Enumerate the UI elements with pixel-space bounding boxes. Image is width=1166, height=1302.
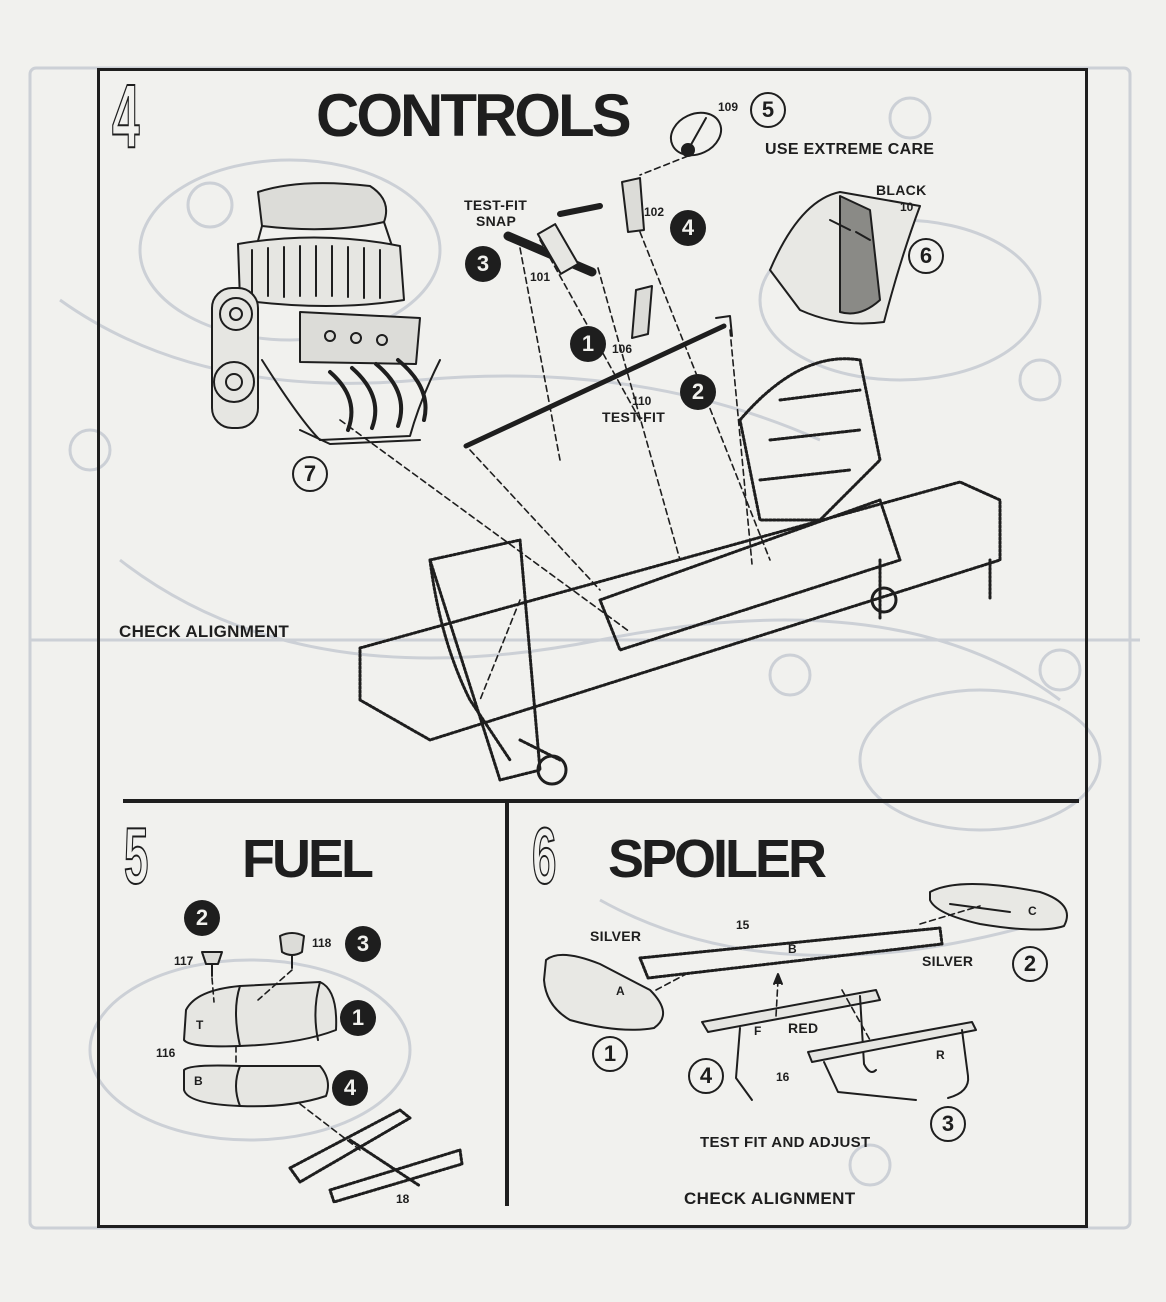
chassis-illustration — [358, 357, 1002, 782]
part-number-18: 18 — [396, 1192, 410, 1206]
tank-letter-b: B — [194, 1074, 203, 1088]
fuel-callout-3: 3 — [345, 926, 381, 962]
spoiler-callout-3: 3 — [930, 1106, 966, 1142]
step-number-controls: 4 — [111, 67, 140, 167]
spoiler-silver-left: SILVER — [590, 928, 642, 944]
check-alignment-label: CHECK ALIGNMENT — [119, 622, 290, 641]
fuel-callout-2: 2 — [184, 900, 220, 936]
part-number-110: 110 — [632, 394, 652, 408]
spoiler-letter-a: A — [616, 984, 625, 998]
callout-6: 6 — [908, 238, 944, 274]
spoiler-letter-r: R — [936, 1048, 945, 1062]
step-number-fuel: 5 — [123, 811, 149, 900]
spoiler-callout-2: 2 — [1012, 946, 1048, 982]
part-number-10: 10 — [900, 200, 914, 214]
callout-4: 4 — [670, 210, 706, 246]
spoiler-callout-1: 1 — [592, 1036, 628, 1072]
use-extreme-care-label: USE EXTREME CARE — [765, 141, 935, 158]
tank-letter-t: T — [196, 1018, 204, 1032]
callout-3: 3 — [465, 246, 501, 282]
rod-test-fit-label: TEST-FIT — [602, 409, 666, 425]
spoiler-red-label: RED — [788, 1020, 819, 1036]
engine-illustration — [211, 182, 441, 445]
seat-color-label: BLACK — [876, 182, 927, 198]
section-title-spoiler: SPOILER — [608, 829, 827, 889]
part-number-109: 109 — [718, 100, 739, 114]
spoiler-letter-f: F — [754, 1024, 762, 1038]
steering-wheel-illustration — [669, 111, 723, 157]
spoiler-check-alignment-label: CHECK ALIGNMENT — [684, 1189, 856, 1208]
part-number-102: 102 — [644, 205, 665, 219]
divider-horizontal — [123, 799, 1079, 803]
part-number-116: 116 — [156, 1046, 176, 1060]
section-title-controls: CONTROLS — [316, 82, 632, 149]
snap-label: SNAP — [476, 213, 517, 229]
fuel-callout-4: 4 — [332, 1070, 368, 1106]
part-number-101: 101 — [530, 270, 551, 284]
callout-2: 2 — [680, 374, 716, 410]
callout-1: 1 — [570, 326, 606, 362]
divider-vertical — [505, 801, 509, 1206]
instruction-frame — [97, 68, 1088, 1228]
spoiler-letter-b: B — [788, 942, 797, 956]
section-title-fuel: FUEL — [242, 829, 374, 889]
part-number-15: 15 — [736, 918, 750, 932]
spoiler-letter-c: C — [1028, 904, 1037, 918]
part-number-117: 117 — [174, 954, 194, 968]
part-number-16: 16 — [776, 1070, 790, 1084]
part-number-106: 106 — [612, 342, 633, 356]
part-number-118: 118 — [312, 936, 332, 950]
spoiler-silver-right: SILVER — [922, 953, 974, 969]
callout-7: 7 — [292, 456, 328, 492]
fuel-callout-1: 1 — [340, 1000, 376, 1036]
test-fit-label: TEST-FIT — [464, 197, 528, 213]
step-number-spoiler: 6 — [531, 811, 557, 900]
seat-illustration — [769, 191, 921, 325]
callout-5: 5 — [750, 92, 786, 128]
spoiler-callout-4: 4 — [688, 1058, 724, 1094]
test-fit-and-adjust-label: TEST FIT AND ADJUST — [700, 1134, 871, 1151]
